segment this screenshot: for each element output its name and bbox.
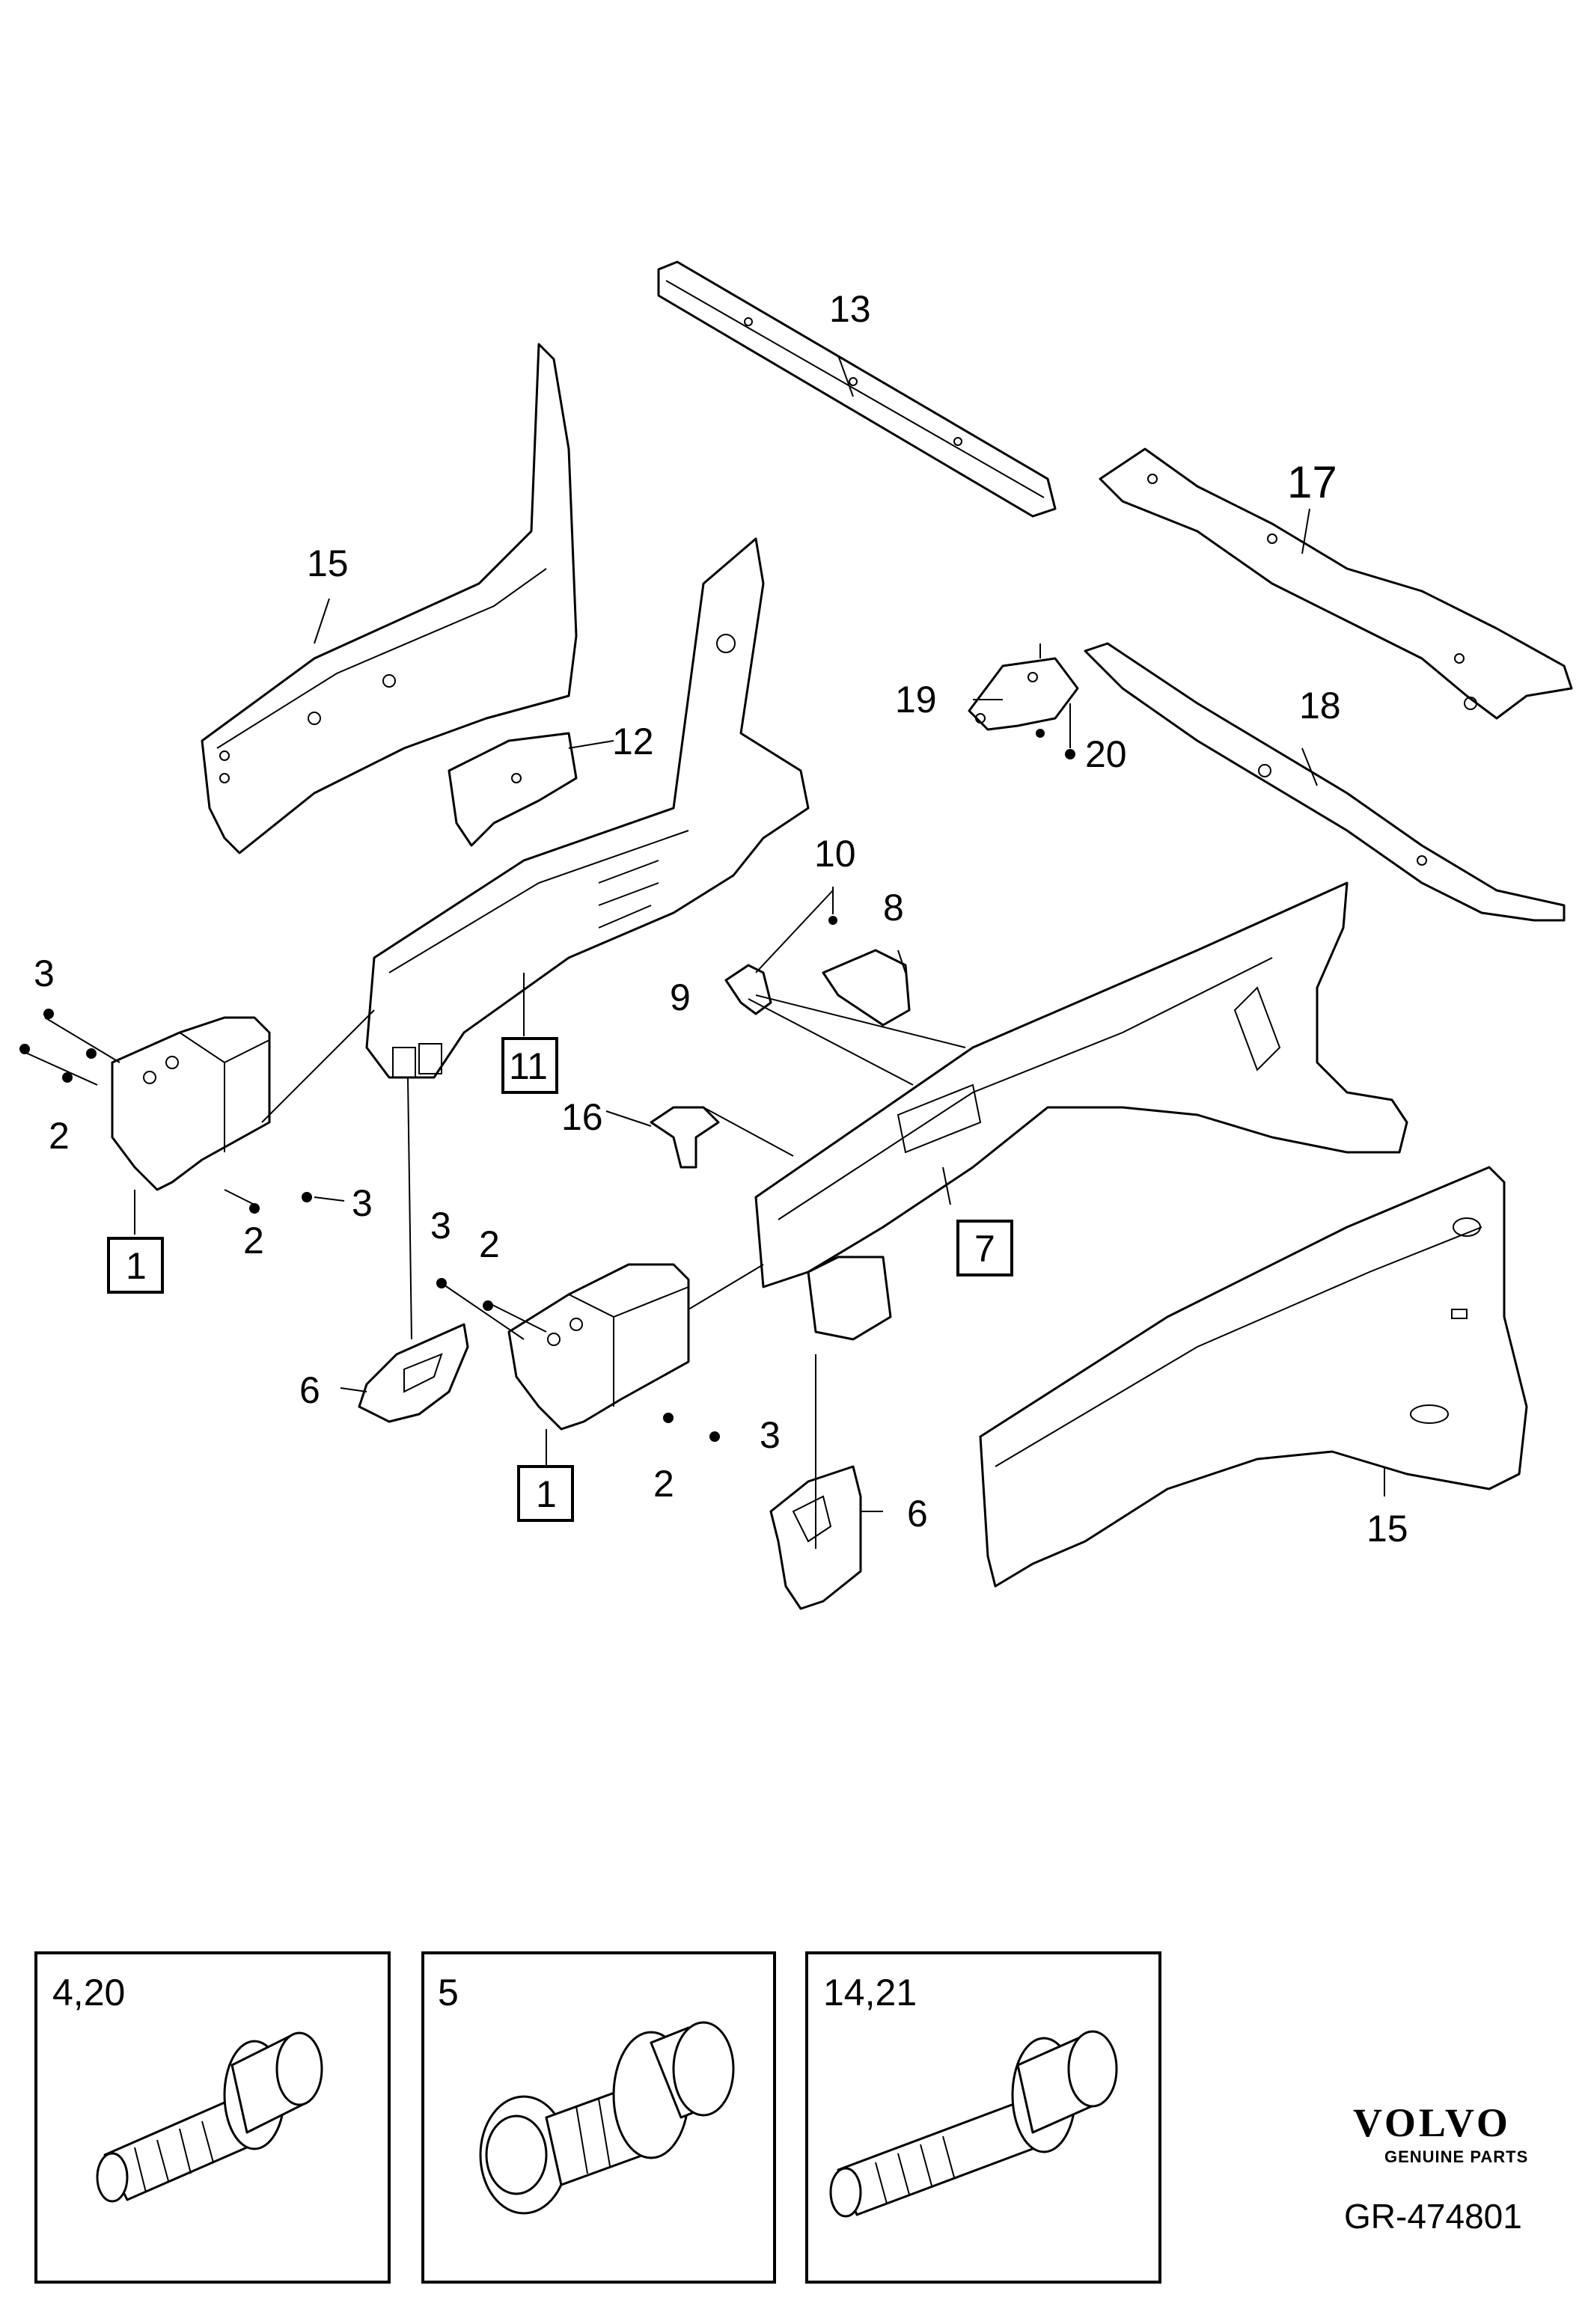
callout-1-right: 1	[536, 1473, 557, 1515]
part-10-bolt	[828, 887, 837, 925]
callout-13: 13	[829, 288, 871, 330]
boxed-callout-7: 7	[956, 1220, 1013, 1276]
part-13-cross-member	[657, 260, 1057, 518]
boxed-callout-1-left: 1	[107, 1237, 164, 1294]
callout-9: 9	[670, 976, 691, 1018]
callout-16: 16	[561, 1096, 603, 1138]
callout-1-left: 1	[126, 1245, 147, 1287]
stepped-bolt-icon	[479, 2021, 735, 2215]
callout-3-center: 3	[430, 1205, 451, 1247]
callout-6-right: 6	[907, 1493, 928, 1535]
leader-lines	[22, 355, 1385, 1549]
boxed-callout-11: 11	[501, 1037, 558, 1094]
part-1-crash-box-right	[507, 1263, 690, 1431]
part-9-clip	[724, 964, 772, 1015]
callout-17: 17	[1287, 457, 1337, 507]
callout-6-left: 6	[299, 1369, 320, 1411]
callout-2-left: 2	[49, 1115, 70, 1157]
part-16-bracket	[650, 1106, 720, 1169]
fastener-panel-1: 4,20	[34, 1951, 391, 2284]
part-15-left-inner-panel	[201, 343, 578, 854]
part-12-bracket	[448, 732, 578, 847]
callout-10: 10	[814, 833, 856, 875]
part-7-front-rail	[754, 881, 1408, 1341]
part-6-plate-left	[358, 1323, 469, 1423]
bolts-group	[19, 1009, 720, 1442]
part-17-upper-rail	[1099, 447, 1573, 720]
part-20-bolt	[1036, 703, 1075, 759]
part-18-lower-rail	[1084, 642, 1566, 922]
fastener-panel-3-label: 14,21	[823, 1972, 917, 2013]
callout-7: 7	[974, 1228, 995, 1270]
part-11-rail-assembly	[365, 537, 810, 1079]
callout-3-left-top: 3	[34, 952, 55, 994]
part-15-right-inner-panel	[979, 1166, 1528, 1588]
diagram-reference: GR-474801	[1344, 2197, 1522, 2236]
callout-2-center: 2	[479, 1223, 500, 1265]
part-1-crash-box-left	[111, 1016, 271, 1191]
callout-20: 20	[1085, 733, 1127, 775]
callout-8: 8	[883, 887, 904, 929]
boxed-callout-1-right: 1	[517, 1465, 574, 1522]
callout-15-top: 15	[307, 542, 349, 584]
callout-18: 18	[1299, 685, 1341, 727]
brand-logo: VOLVO GENUINE PARTS	[1353, 2100, 1528, 2166]
fastener-panel-2-label: 5	[438, 1972, 459, 2013]
flange-bolt-icon	[96, 2031, 323, 2203]
callout-2-center-bottom: 2	[653, 1463, 674, 1505]
brand-tagline: GENUINE PARTS	[1384, 2147, 1528, 2166]
callout-15-bottom: 15	[1366, 1508, 1408, 1550]
part-8-clip	[822, 949, 911, 1027]
long-flange-bolt-icon	[829, 2030, 1118, 2218]
callout-19: 19	[895, 679, 937, 721]
callout-2-left-bottom: 2	[243, 1220, 264, 1262]
fastener-panel-1-label: 4,20	[52, 1972, 125, 2013]
callout-11: 11	[509, 1045, 548, 1087]
fastener-panel-2: 5	[421, 1951, 776, 2284]
part-19-plate	[968, 643, 1079, 731]
brand-name: VOLVO	[1353, 2100, 1511, 2145]
callout-labels: 13 17 15 12 19 20 18 10 8 9 3 2 16 3 2 3…	[34, 288, 1408, 1550]
callout-3-center-right: 3	[760, 1414, 781, 1456]
callout-3-left-bottom: 3	[352, 1182, 373, 1224]
callout-12: 12	[612, 721, 654, 762]
fastener-panel-3: 14,21	[805, 1951, 1161, 2284]
